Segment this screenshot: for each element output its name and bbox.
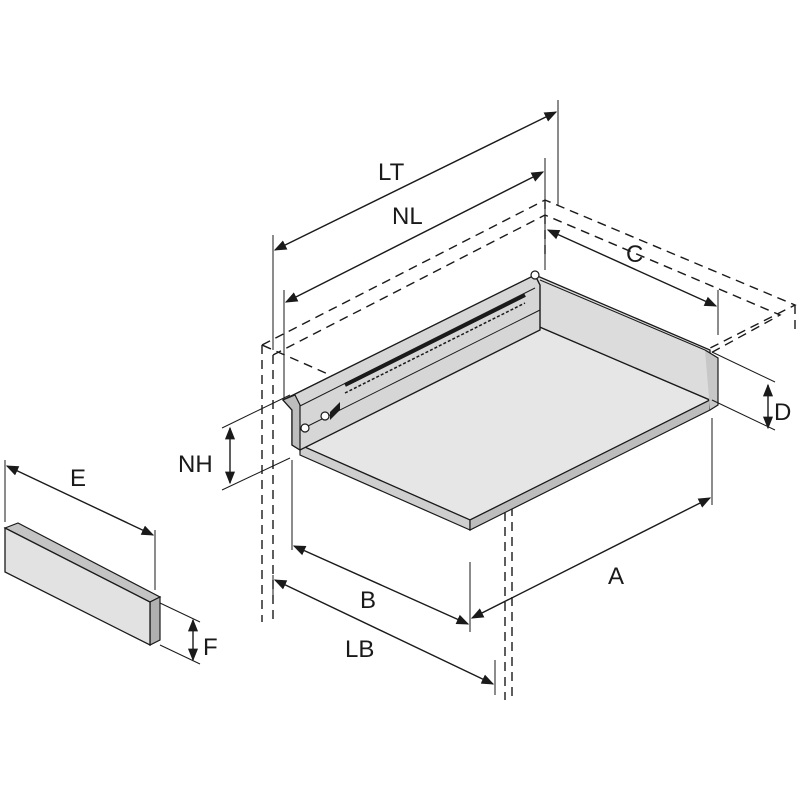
label-e: E <box>70 465 86 492</box>
dimension-nh: NH <box>178 394 291 491</box>
label-b: B <box>360 587 376 614</box>
label-lt: LT <box>378 159 405 186</box>
drawer-body <box>281 270 719 531</box>
label-nh: NH <box>178 451 213 478</box>
dimension-e: E <box>4 460 156 590</box>
label-f: F <box>203 634 218 661</box>
label-nl: NL <box>392 203 423 230</box>
dimension-f: F <box>159 602 218 665</box>
dimension-d: D <box>711 351 791 431</box>
front-panel <box>3 522 162 647</box>
label-c: C <box>626 241 643 268</box>
dimension-a: A <box>470 418 713 619</box>
dimension-nl: NL <box>283 158 546 400</box>
label-a: A <box>608 563 624 590</box>
dimension-c: C <box>546 229 719 335</box>
label-lb: LB <box>345 636 374 663</box>
label-d: D <box>774 399 791 426</box>
dimension-lb: LB <box>272 575 496 695</box>
